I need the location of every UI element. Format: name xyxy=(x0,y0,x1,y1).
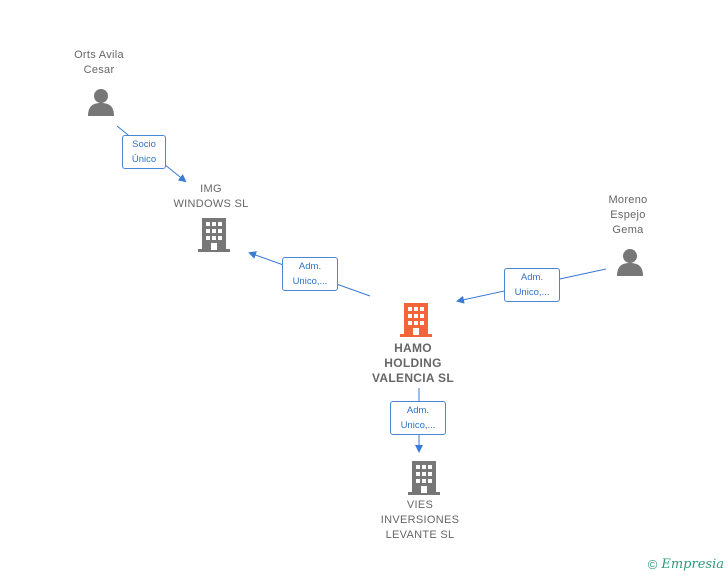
building-icon[interactable] xyxy=(198,218,230,252)
node-label-hamo[interactable]: HAMO HOLDING VALENCIA SL xyxy=(372,341,454,385)
copyright-icon: © xyxy=(647,557,658,572)
brand-logo[interactable]: Empresia xyxy=(661,557,724,572)
edge-label-socio-unico: Socio Único xyxy=(122,135,166,169)
node-label-vies[interactable]: VIES INVERSIONES LEVANTE SL xyxy=(380,499,460,541)
edge-label-hamo-img: Adm. Unico,... xyxy=(282,257,338,291)
node-label-img[interactable]: IMG WINDOWS SL xyxy=(173,183,249,210)
node-label-orts[interactable]: Orts Avila Cesar xyxy=(74,49,124,76)
edge-label-moreno-hamo: Adm. Unico,... xyxy=(504,268,560,302)
building-icon[interactable] xyxy=(408,461,440,495)
person-icon[interactable] xyxy=(617,249,643,276)
edge-label-hamo-vies: Adm. Unico,... xyxy=(390,401,446,435)
footer-brand: © Empresia xyxy=(648,557,724,572)
person-icon[interactable] xyxy=(88,89,114,116)
building-icon[interactable] xyxy=(400,303,432,337)
node-label-moreno[interactable]: Moreno Espejo Gema xyxy=(608,194,648,236)
